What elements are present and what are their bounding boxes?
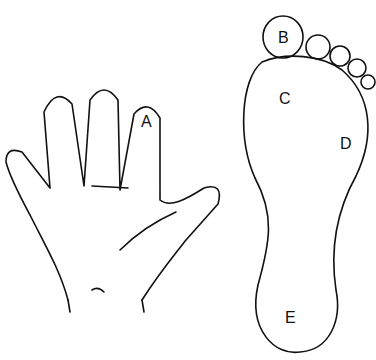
palm-crease	[120, 212, 176, 250]
wrist-line	[68, 300, 70, 312]
wrist-line	[142, 300, 144, 312]
foot-outline	[244, 56, 368, 352]
part-label: D	[340, 135, 352, 153]
toe	[348, 59, 366, 77]
hand-outline	[6, 90, 219, 300]
toe	[306, 35, 330, 59]
part-label: C	[279, 90, 291, 108]
toe	[361, 75, 375, 89]
toe	[330, 46, 350, 66]
wrist-crease	[92, 288, 104, 292]
part-label: A	[141, 113, 152, 131]
palm-crease	[92, 186, 128, 188]
big-toe	[263, 16, 303, 58]
part-label: B	[278, 29, 289, 47]
part-label: E	[285, 309, 296, 327]
